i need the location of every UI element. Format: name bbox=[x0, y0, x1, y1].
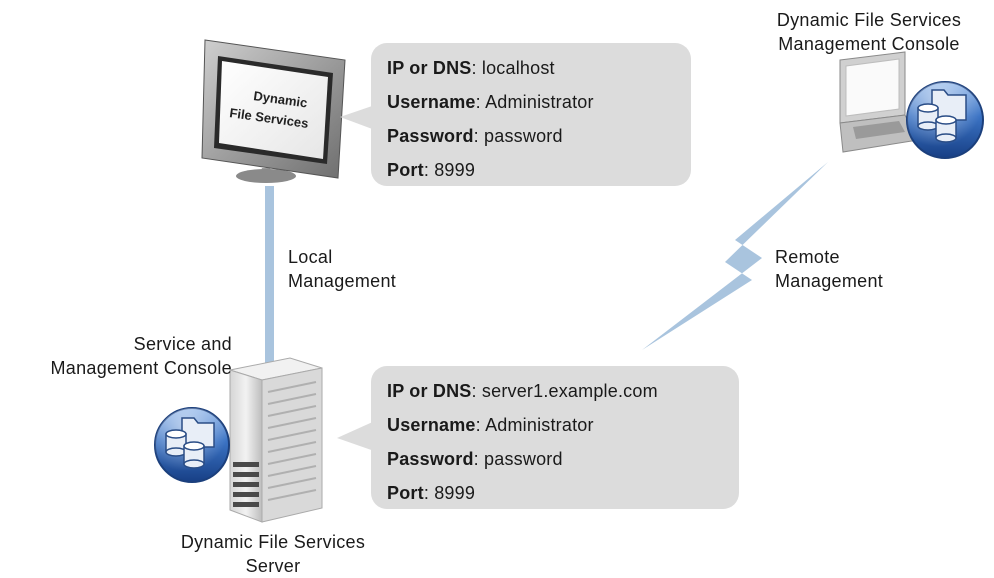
server-box-background bbox=[371, 366, 739, 509]
server-port-key: Port bbox=[387, 483, 424, 503]
server-ip-value: : server1.example.com bbox=[471, 381, 658, 401]
remote-console-label-line2: Management Console bbox=[778, 34, 960, 54]
service-console-label-line2: Management Console bbox=[50, 358, 232, 378]
local-box-pointer bbox=[340, 105, 375, 130]
server-label-line1: Dynamic File Services bbox=[180, 532, 366, 552]
remote-console-label: Dynamic File Services Management Console bbox=[744, 8, 994, 56]
local-ip-key: IP or DNS bbox=[387, 58, 472, 78]
monitor-icon: Dynamic File Services bbox=[201, 39, 346, 183]
remote-console-label-line1: Dynamic File Services bbox=[776, 10, 962, 30]
server-password-value: : password bbox=[473, 449, 563, 469]
monitor-screen-line1: Dynamic bbox=[253, 88, 309, 110]
local-username-row: Username: Administrator bbox=[387, 85, 594, 119]
local-link-line bbox=[265, 186, 274, 376]
local-username-value: : Administrator bbox=[475, 92, 594, 112]
server-username-value: : Administrator bbox=[475, 415, 594, 435]
local-connection-info: IP or DNS: localhost Username: Administr… bbox=[371, 43, 610, 195]
remote-link-lightning bbox=[642, 162, 828, 350]
local-port-row: Port: 8999 bbox=[387, 153, 594, 187]
server-port-row: Port: 8999 bbox=[387, 476, 658, 510]
local-password-value: : password bbox=[473, 126, 563, 146]
server-badge-icon bbox=[154, 407, 230, 483]
local-username-key: Username bbox=[387, 92, 476, 112]
remote-database-icon bbox=[917, 103, 957, 143]
local-management-label-line2: Management bbox=[288, 271, 397, 291]
local-port-key: Port bbox=[387, 160, 424, 180]
local-box-background bbox=[371, 43, 691, 186]
remote-management-label-line2: Management bbox=[775, 271, 884, 291]
service-console-label-line1: Service and bbox=[133, 334, 232, 354]
server-password-key: Password bbox=[387, 449, 474, 469]
local-ip-value: : localhost bbox=[471, 58, 555, 78]
remote-management-label: Remote Management bbox=[775, 245, 883, 293]
local-management-label: Local Management bbox=[288, 245, 396, 293]
remote-management-label-line1: Remote bbox=[775, 247, 840, 267]
server-label-line2: Server bbox=[245, 556, 301, 576]
server-tower-icon bbox=[229, 357, 323, 523]
local-password-row: Password: password bbox=[387, 119, 594, 153]
server-port-value: : 8999 bbox=[423, 483, 476, 503]
server-ip-key: IP or DNS bbox=[387, 381, 472, 401]
server-database-icon bbox=[165, 429, 205, 469]
server-label: Dynamic File Services Server bbox=[138, 530, 408, 578]
local-password-key: Password bbox=[387, 126, 474, 146]
local-management-label-line1: Local bbox=[288, 247, 333, 267]
server-connection-info: IP or DNS: server1.example.com Username:… bbox=[371, 366, 674, 518]
server-box-pointer bbox=[337, 420, 377, 452]
server-username-key: Username bbox=[387, 415, 476, 435]
server-username-row: Username: Administrator bbox=[387, 408, 658, 442]
server-ip-row: IP or DNS: server1.example.com bbox=[387, 374, 658, 408]
service-console-label: Service and Management Console bbox=[0, 332, 232, 380]
local-ip-row: IP or DNS: localhost bbox=[387, 51, 594, 85]
server-password-row: Password: password bbox=[387, 442, 658, 476]
laptop-icon bbox=[839, 51, 919, 153]
remote-console-badge-icon bbox=[906, 81, 984, 159]
local-port-value: : 8999 bbox=[423, 160, 476, 180]
